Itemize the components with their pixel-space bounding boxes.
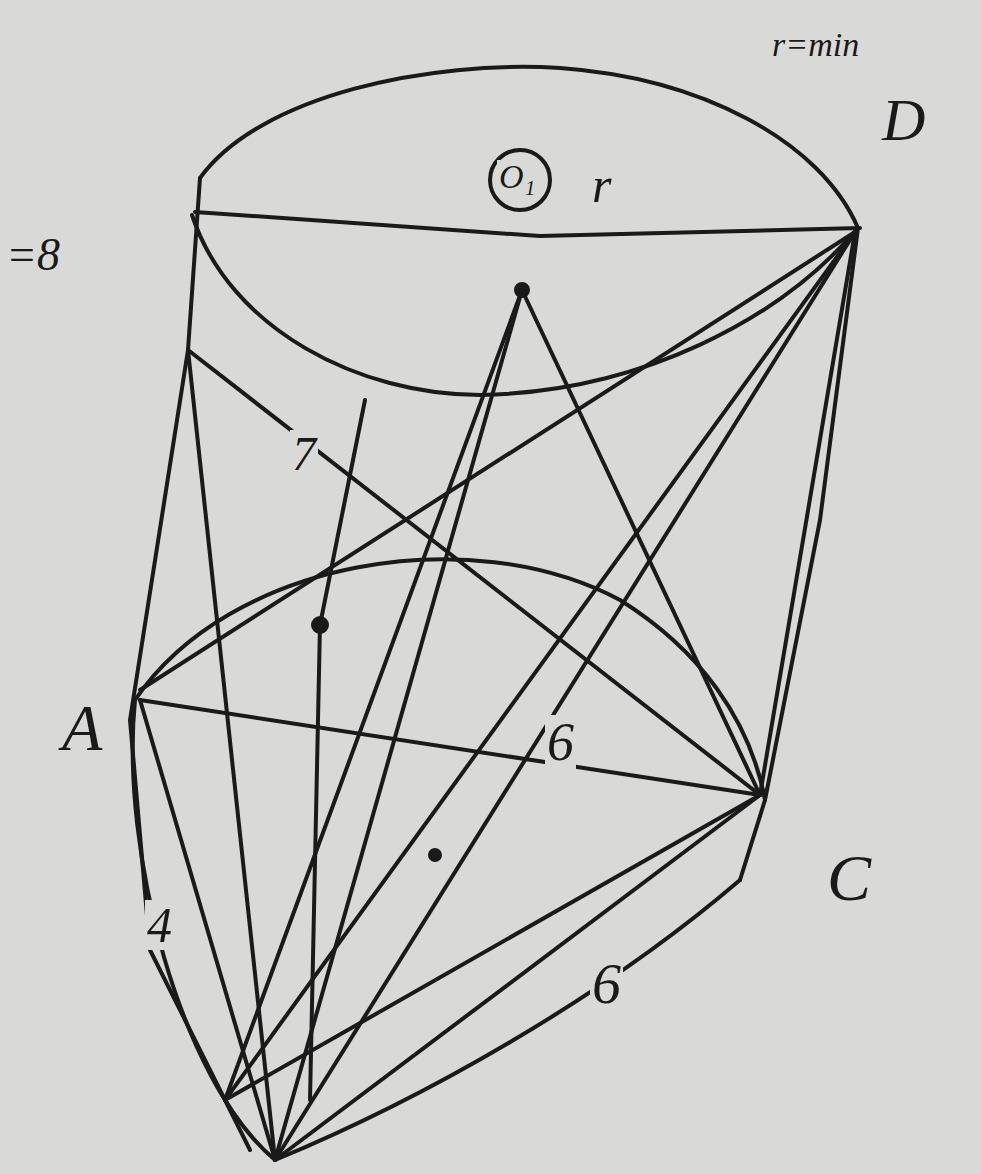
segment	[140, 700, 275, 1160]
segment	[140, 232, 855, 690]
point-label: 4	[145, 900, 174, 950]
point-label: 7	[290, 430, 318, 478]
segment	[275, 290, 522, 1160]
point-label: A	[60, 695, 104, 761]
point-label: C	[825, 845, 873, 911]
segment	[188, 350, 275, 1160]
segment	[225, 232, 855, 1100]
center-mark	[490, 150, 550, 210]
point-label: =8	[4, 232, 62, 278]
point-label: 6	[590, 955, 623, 1013]
point	[430, 850, 440, 860]
point-label: 6	[545, 715, 576, 769]
segment	[275, 232, 855, 1160]
point	[313, 618, 327, 632]
point-label: O₁	[497, 160, 537, 194]
bottom-arc	[133, 700, 740, 1160]
segment	[275, 795, 760, 1160]
cylinder-side	[740, 228, 858, 880]
diameter-line	[195, 212, 860, 236]
segment	[760, 232, 855, 795]
point-label: r=min	[770, 28, 861, 62]
top-arc	[200, 67, 858, 228]
point-label: r	[590, 160, 613, 210]
segment	[310, 400, 365, 1100]
segment	[188, 350, 760, 795]
point-label: D	[880, 90, 927, 150]
cylinder-side	[130, 178, 250, 1150]
segment	[522, 290, 760, 795]
bottom-arc	[135, 559, 765, 800]
